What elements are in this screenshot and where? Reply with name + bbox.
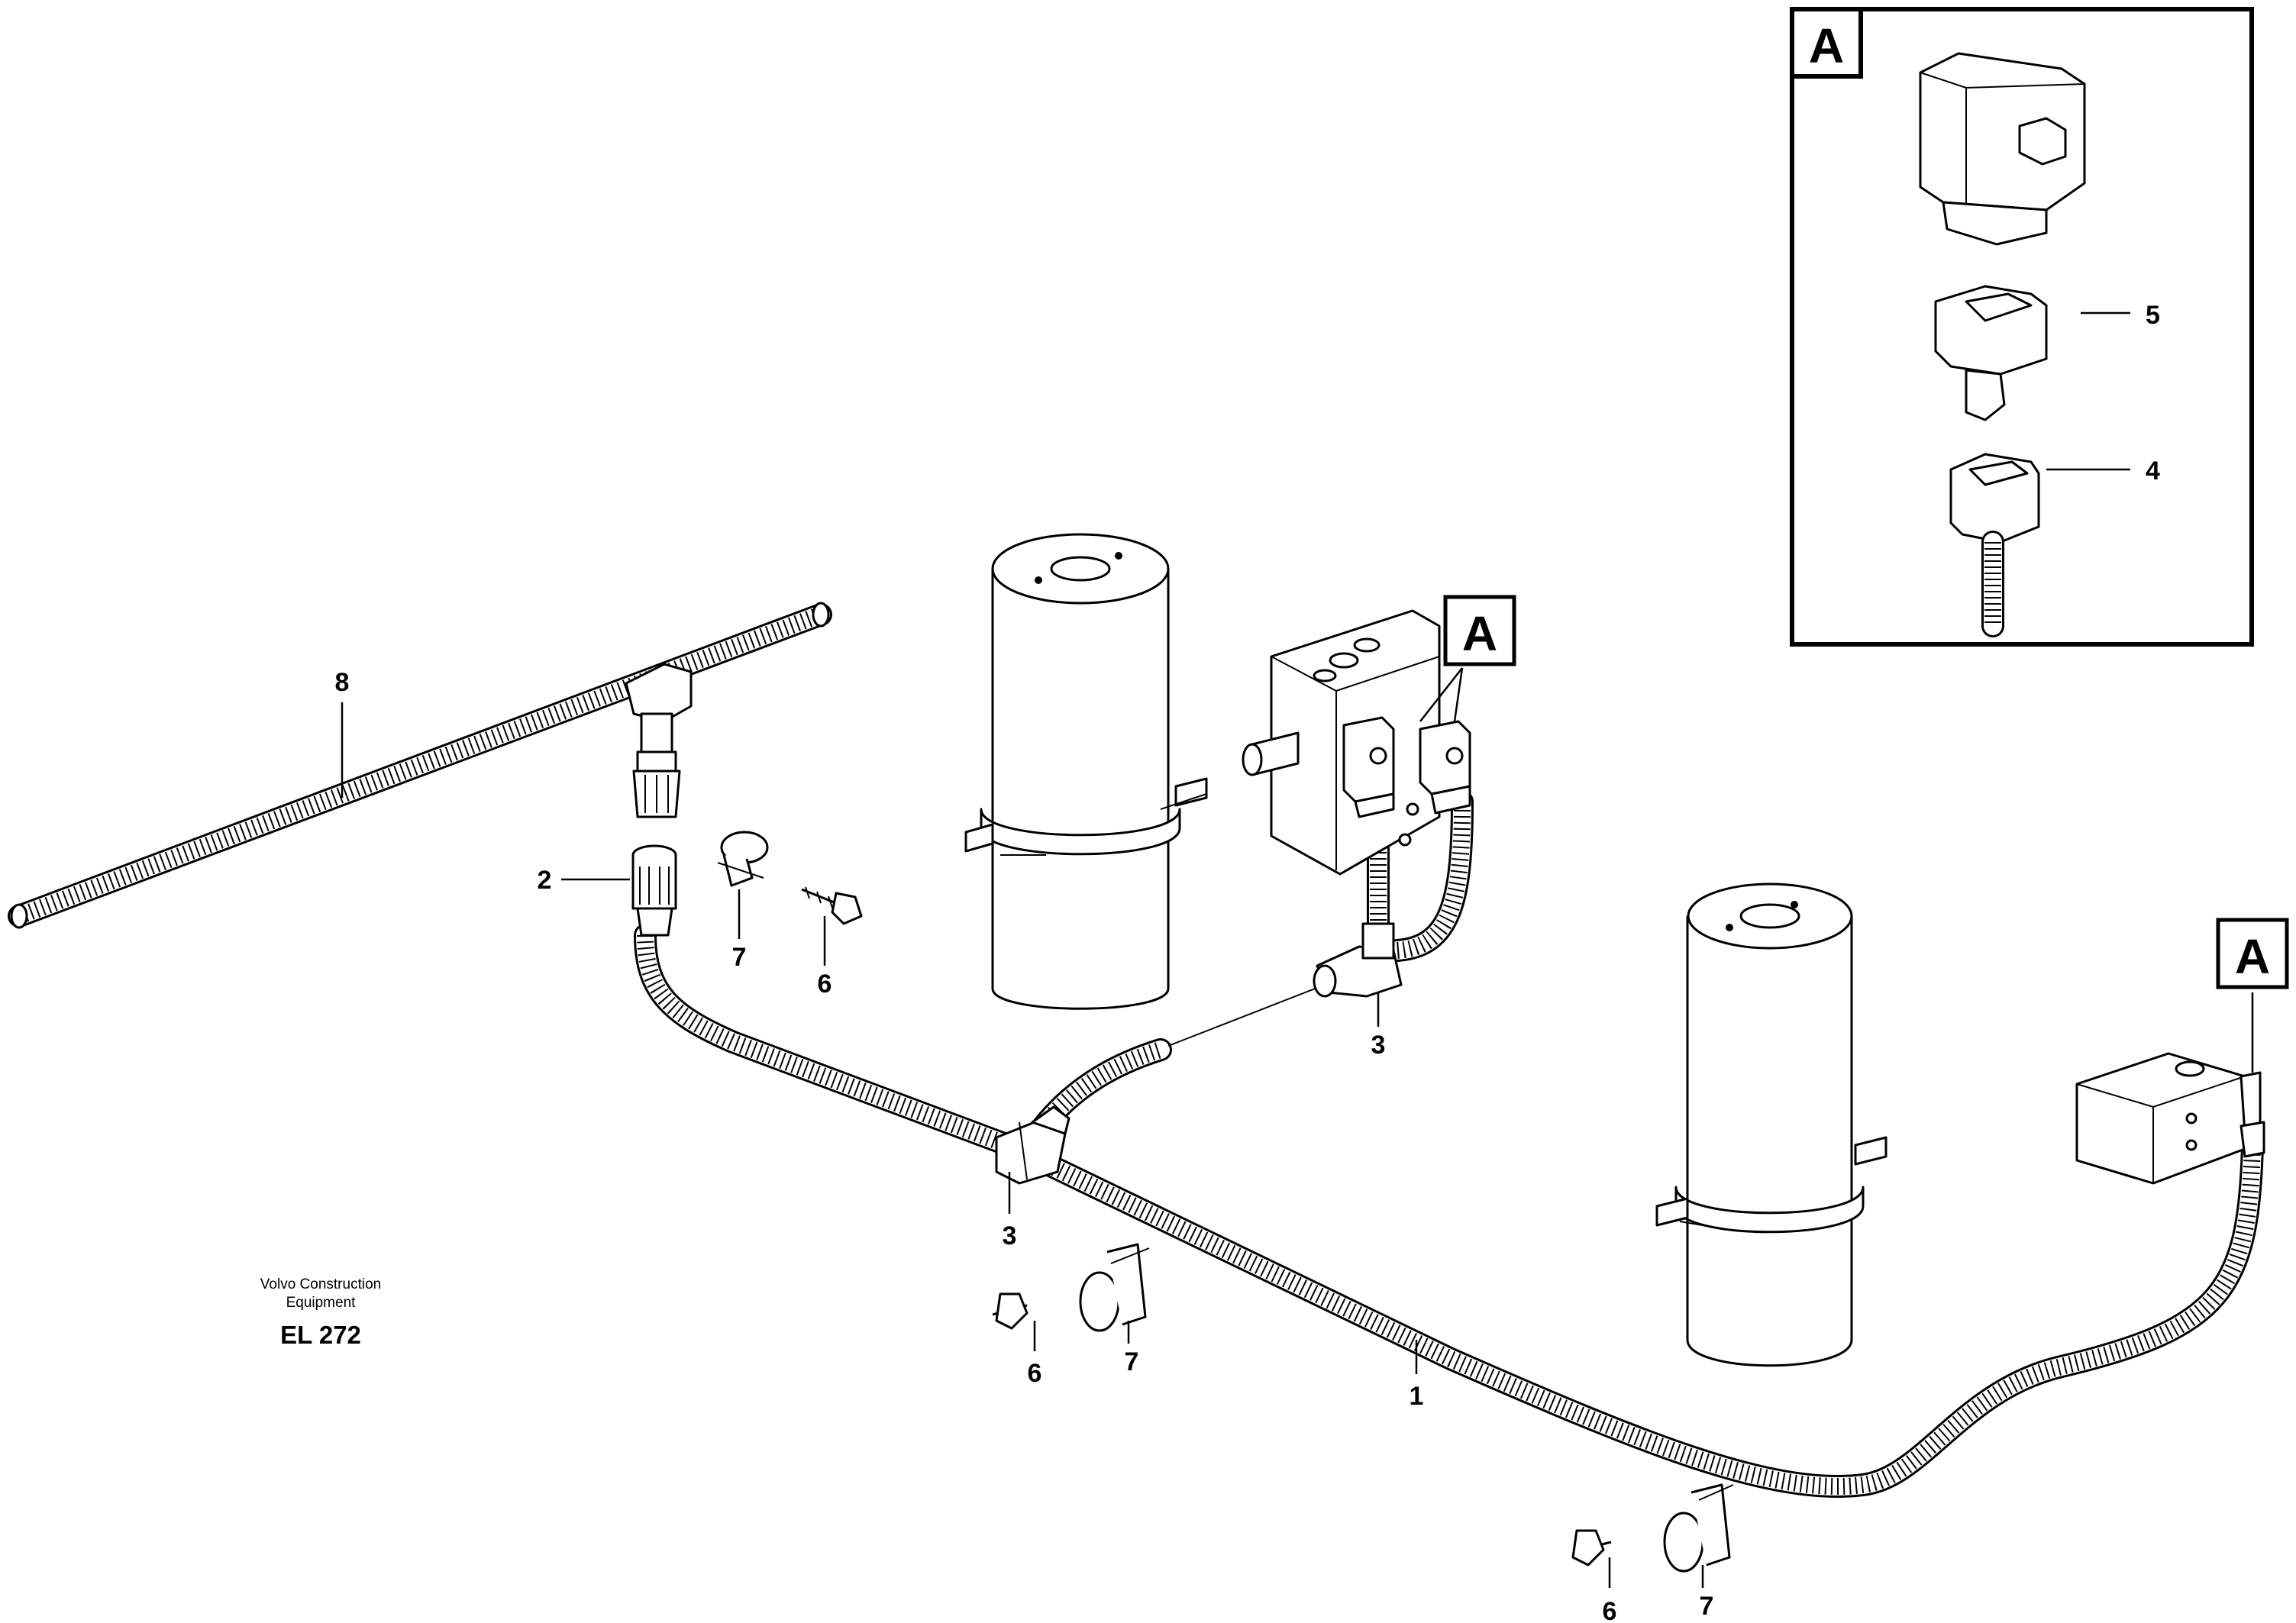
credit-line-1: Volvo Construction xyxy=(260,1276,381,1292)
leaders xyxy=(341,311,2254,1588)
cylinder-left xyxy=(964,533,1208,1010)
callout-5: 5 xyxy=(2146,301,2160,330)
valve-block xyxy=(1242,609,1441,876)
svg-text:A: A xyxy=(2235,929,2270,984)
clamp-7-upper xyxy=(717,831,769,887)
cable-harness-1 xyxy=(634,924,2264,1498)
svg-text:A: A xyxy=(1462,606,1497,661)
callout-6-middle: 6 xyxy=(1028,1359,1042,1388)
callout-2: 2 xyxy=(538,866,552,895)
view-marker-a-upper: A xyxy=(1443,595,1516,666)
valve-right xyxy=(2075,1052,2265,1185)
clamp-7-middle xyxy=(1079,1243,1150,1332)
callout-3-upper: 3 xyxy=(1371,1031,1386,1060)
callout-6-lower: 6 xyxy=(1603,1597,1617,1623)
solenoid-right xyxy=(1419,720,1471,815)
callout-7-lower: 7 xyxy=(1700,1592,1714,1621)
callout-8: 8 xyxy=(335,668,350,697)
credit-line-2: Equipment xyxy=(286,1295,357,1311)
callout-6-upper: 6 xyxy=(818,970,832,999)
t-piece-lower xyxy=(995,1105,1070,1185)
drawing-code: EL 272 xyxy=(280,1321,361,1349)
screw-6-upper xyxy=(801,886,863,925)
detail-view-a: A 5 4 xyxy=(1790,7,2254,647)
protective-pipe-8 xyxy=(8,602,832,929)
cylinder-right xyxy=(1655,882,1887,1367)
callout-1: 1 xyxy=(1410,1382,1424,1411)
clamp-7-lower xyxy=(1663,1483,1734,1573)
view-marker-a-right: A xyxy=(2216,918,2289,989)
detail-view-letter: A xyxy=(1809,18,1844,73)
screw-6-middle xyxy=(992,1292,1029,1330)
callout-3-lower: 3 xyxy=(1003,1221,1017,1250)
callout-4: 4 xyxy=(2146,457,2160,486)
t-piece-upper xyxy=(1313,922,1403,998)
solenoid-left xyxy=(1342,716,1395,818)
screw-6-lower xyxy=(1571,1529,1612,1567)
connector-2 xyxy=(631,844,677,937)
callout-7-middle: 7 xyxy=(1125,1347,1139,1376)
callout-7-upper: 7 xyxy=(732,943,747,972)
